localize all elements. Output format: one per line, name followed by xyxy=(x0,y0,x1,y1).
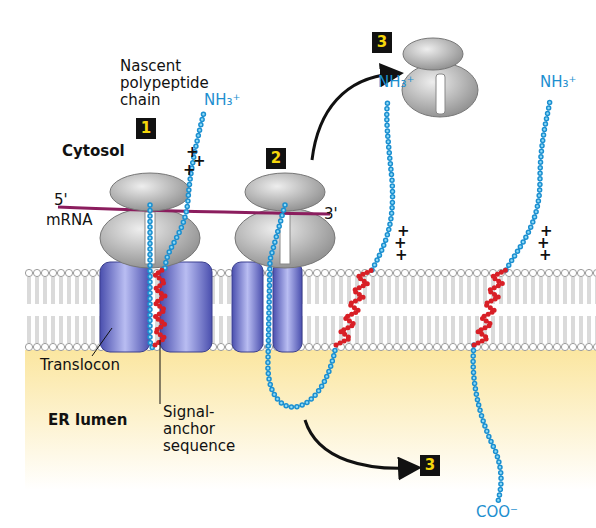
terminus-label: COO⁻ xyxy=(476,504,518,521)
leader-line xyxy=(160,340,161,404)
part-label: mRNA xyxy=(46,212,93,229)
translocon xyxy=(273,262,302,352)
terminus-label: NH₃⁺ xyxy=(540,74,576,91)
ribosome-small xyxy=(403,38,463,70)
process-arrow xyxy=(305,420,410,468)
leader-line xyxy=(92,328,112,356)
callout-number: 3 xyxy=(372,32,392,53)
part-label: Signal-anchor sequence xyxy=(163,404,241,455)
part-label: Translocon xyxy=(40,357,120,374)
strand-end-label: 3' xyxy=(324,206,338,223)
callout-number: 1 xyxy=(136,118,156,139)
strand-end-label: 5' xyxy=(54,192,68,209)
callout-number: 2 xyxy=(266,148,286,169)
ribosome-tunnel xyxy=(436,74,445,114)
polypeptide-chains xyxy=(150,100,550,502)
compartment-label: ER lumen xyxy=(48,412,127,429)
charge-symbol: + xyxy=(183,162,196,179)
ribosome-large xyxy=(235,208,335,268)
terminus-label: NH₃⁺ xyxy=(204,92,240,109)
er-lumen xyxy=(25,350,596,490)
charge-symbol: + xyxy=(539,247,552,264)
charge-symbol: + xyxy=(395,247,408,264)
translocon xyxy=(160,262,212,352)
translocon xyxy=(100,262,150,352)
compartment-label: Cytosol xyxy=(62,143,125,160)
terminus-label: NH₃⁺ xyxy=(378,74,414,91)
callout-number: 3 xyxy=(420,455,440,476)
translocon xyxy=(232,262,263,352)
